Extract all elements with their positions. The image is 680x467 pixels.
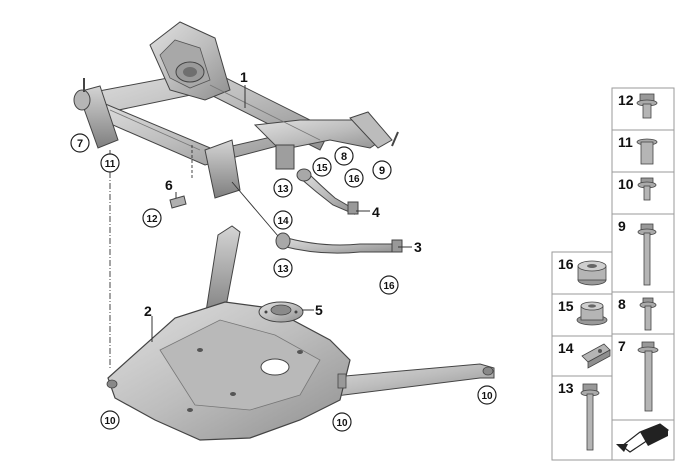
callout-circle bbox=[273, 258, 293, 278]
callout-15: 15 bbox=[312, 157, 332, 177]
callout-10: 10 bbox=[100, 410, 120, 430]
callout-circle bbox=[70, 133, 90, 153]
label-1: 1 bbox=[240, 69, 248, 85]
label-6: 6 bbox=[165, 177, 173, 193]
callout-13: 13 bbox=[273, 178, 293, 198]
callout-number: 13 bbox=[277, 184, 289, 195]
bolt-hex-long-icon bbox=[580, 383, 600, 451]
callout-circle bbox=[142, 208, 162, 228]
legend-9-label: 9 bbox=[618, 218, 626, 234]
callout-16: 16 bbox=[379, 275, 399, 295]
callout-8: 8 bbox=[334, 146, 354, 166]
callout-number: 16 bbox=[348, 174, 360, 185]
front-axle-subframe bbox=[73, 21, 399, 199]
legend-12-label: 12 bbox=[618, 92, 634, 108]
callout-circle bbox=[477, 385, 497, 405]
label-5: 5 bbox=[315, 302, 323, 318]
callout-number: 11 bbox=[105, 159, 116, 170]
callout-circle bbox=[273, 178, 293, 198]
sleeve-nut-icon bbox=[636, 138, 658, 165]
plain-labels: 1 2 3 4 5 6 bbox=[144, 69, 422, 342]
callout-number: 14 bbox=[277, 216, 289, 227]
support-bearing bbox=[258, 301, 304, 323]
callout-number: 16 bbox=[383, 281, 395, 292]
label-4: 4 bbox=[372, 204, 380, 220]
legend-13-label: 13 bbox=[558, 380, 574, 396]
legend-11-label: 11 bbox=[618, 134, 633, 150]
flange-nut-icon bbox=[576, 301, 608, 326]
collar-nut-icon bbox=[577, 260, 607, 286]
callout-number: 7 bbox=[77, 138, 83, 150]
callout-circle bbox=[100, 153, 120, 173]
wishbone-lower bbox=[275, 232, 403, 254]
legend-13-cell bbox=[551, 375, 613, 461]
callout-number: 15 bbox=[316, 163, 328, 174]
callout-number: 8 bbox=[341, 151, 347, 163]
bolt-short-icon bbox=[637, 177, 657, 201]
callout-16: 16 bbox=[344, 168, 364, 188]
dash-leaders bbox=[109, 145, 279, 370]
thrust-plate bbox=[106, 225, 495, 441]
bolt-long-icon bbox=[637, 223, 657, 286]
legend-16-label: 16 bbox=[558, 256, 574, 272]
bolt-small-icon bbox=[639, 297, 657, 331]
legend-14-label: 14 bbox=[558, 340, 574, 356]
callout-14: 14 bbox=[273, 210, 293, 230]
callout-circle bbox=[312, 157, 332, 177]
callout-7: 7 bbox=[70, 133, 90, 153]
callout-number: 10 bbox=[104, 416, 116, 427]
callout-12: 12 bbox=[142, 208, 162, 228]
legend-15-label: 15 bbox=[558, 298, 574, 314]
clip-nut-icon bbox=[581, 343, 611, 369]
direction-arrow-icon bbox=[616, 423, 670, 453]
label-3: 3 bbox=[414, 239, 422, 255]
bolt-flange-icon bbox=[636, 93, 658, 119]
callout-number: 10 bbox=[336, 418, 348, 429]
callout-circle bbox=[334, 146, 354, 166]
bracket-part bbox=[169, 195, 187, 209]
callout-10: 10 bbox=[477, 385, 497, 405]
callout-number: 12 bbox=[146, 214, 158, 225]
callout-9: 9 bbox=[372, 160, 392, 180]
callout-number: 13 bbox=[277, 264, 289, 275]
callout-circle bbox=[332, 412, 352, 432]
callout-circle bbox=[372, 160, 392, 180]
legend-10-label: 10 bbox=[618, 176, 634, 192]
label-2: 2 bbox=[144, 303, 152, 319]
parts-legend: 12 11 10 9 8 7 16 15 14 13 bbox=[551, 87, 675, 461]
callout-circle bbox=[344, 168, 364, 188]
callout-circle bbox=[100, 410, 120, 430]
legend-8-label: 8 bbox=[618, 296, 626, 312]
callout-number: 9 bbox=[379, 165, 385, 177]
wishbone-upper bbox=[296, 168, 359, 215]
circled-labels: 7 8 9 10 10 10 11 12 13 13 14 15 16 16 bbox=[70, 133, 497, 432]
callout-10: 10 bbox=[332, 412, 352, 432]
callout-number: 10 bbox=[481, 391, 493, 402]
callout-13: 13 bbox=[273, 258, 293, 278]
callout-circle bbox=[379, 275, 399, 295]
callout-circle bbox=[273, 210, 293, 230]
callout-11: 11 bbox=[100, 153, 120, 173]
bolt-long-flange-icon bbox=[637, 341, 659, 412]
legend-7-label: 7 bbox=[618, 338, 626, 354]
